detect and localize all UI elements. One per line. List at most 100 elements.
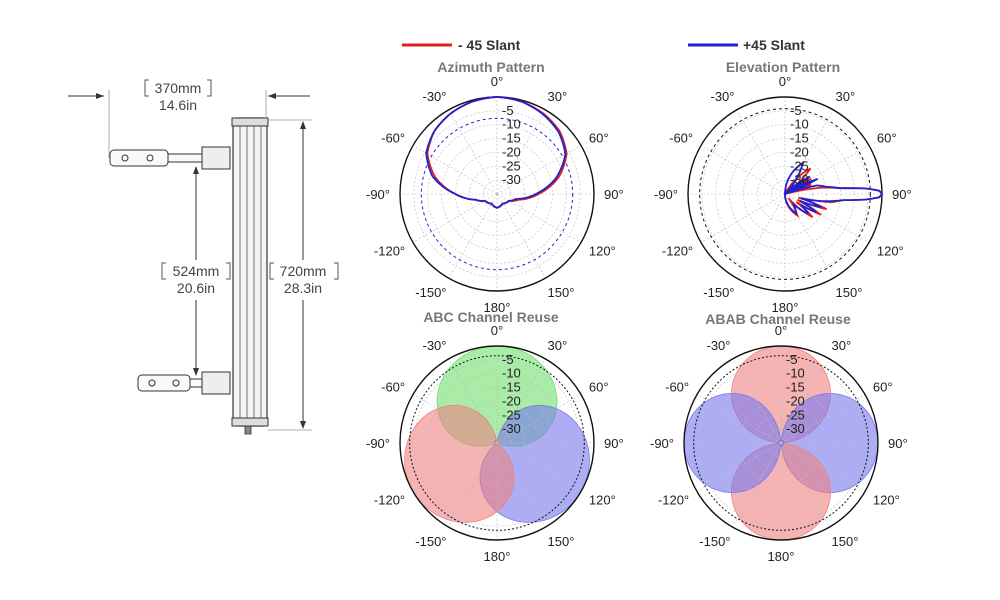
angle-label: -120°: [658, 493, 689, 508]
spacing-dim-bracket-right: [226, 262, 231, 280]
width-dim-bracket-right: [207, 79, 212, 97]
grid-spoke: [700, 145, 786, 195]
ring-label: -30: [502, 421, 521, 436]
grid-ring: [441, 138, 553, 250]
angle-label: -30°: [707, 338, 731, 353]
ring-label: -15: [502, 131, 521, 146]
ring-label: -10: [786, 366, 805, 381]
reference-circle: [420, 117, 574, 271]
legend-pos-label: +45 Slant: [743, 37, 805, 53]
angle-label: -120°: [374, 244, 405, 259]
connector: [244, 425, 252, 435]
polar-outer-ring: [399, 345, 595, 541]
angle-label: 150°: [832, 534, 859, 549]
top-clamp-bolt-2: [146, 154, 154, 162]
angle-label: 60°: [873, 380, 893, 395]
angle-label: -90°: [654, 187, 678, 202]
width-dim-left-arrow: [96, 93, 104, 99]
top-clamp-bolt-1: [121, 154, 129, 162]
angle-label: -60°: [669, 131, 693, 146]
angle-label: 150°: [548, 285, 575, 300]
grid-ring: [413, 110, 581, 278]
angle-label: 60°: [589, 380, 609, 395]
bottom-clamp-bolt-1: [148, 379, 156, 387]
height-dim-mm: 720mm: [280, 263, 327, 279]
legend-neg-label: - 45 Slant: [458, 37, 521, 53]
grid-spoke: [412, 193, 498, 243]
grid-spoke: [496, 193, 582, 243]
angle-label: -30°: [711, 89, 735, 104]
polar-grid: [683, 345, 879, 541]
abc-polar-chart: -5-10-15-20-25-300°30°60°90°120°150°180°…: [366, 323, 624, 564]
grid-spoke: [736, 193, 786, 279]
angle-label: 120°: [877, 244, 904, 259]
abab-polar-chart: -5-10-15-20-25-300°30°60°90°120°150°180°…: [650, 323, 908, 564]
width-dim-bracket-left: [144, 79, 149, 97]
angle-label: 30°: [548, 338, 568, 353]
angle-label: 0°: [779, 74, 791, 89]
grid-spoke: [496, 193, 546, 279]
grid-spoke: [780, 394, 866, 444]
radome-top-cap: [231, 117, 269, 127]
polar-fills: [683, 345, 879, 541]
grid-spoke: [496, 442, 582, 492]
grid-spoke: [496, 394, 582, 444]
ring-label: -15: [790, 131, 809, 146]
series-pos45-trace: [784, 160, 884, 216]
grid-spoke: [496, 109, 546, 195]
radome-bottom-cap: [231, 417, 269, 427]
angle-label: -30°: [423, 338, 447, 353]
angle-label: 90°: [604, 187, 624, 202]
abc-title: ABC Channel Reuse: [423, 309, 559, 325]
antenna-mechanical-drawing: 370mm 14.6in 524mm 20.6in: [68, 79, 340, 435]
angle-label: 180°: [484, 300, 511, 315]
spacing-dim-mm: 524mm: [173, 263, 220, 279]
angle-label: 90°: [888, 436, 908, 451]
grid-ring: [468, 165, 526, 223]
sector-lobe-b: [683, 393, 785, 493]
grid-spoke: [448, 193, 498, 279]
ring-label: -10: [502, 117, 521, 132]
grid-spoke: [696, 394, 782, 444]
ring-label: -25: [790, 158, 809, 173]
angle-label: -60°: [381, 131, 405, 146]
ring-label: -10: [502, 366, 521, 381]
angle-label: 150°: [836, 285, 863, 300]
elevation-polar-chart: -5-10-15-20-25-300°30°60°90°120°150°180°…: [654, 74, 912, 315]
bottom-mount-block: [201, 371, 231, 395]
angle-label: 120°: [589, 493, 616, 508]
angle-label: -60°: [665, 380, 689, 395]
ring-label: -20: [786, 393, 805, 408]
grid-spoke: [784, 109, 834, 195]
grid-ring: [413, 359, 581, 527]
spacing-dim-bottom-arrow: [193, 368, 199, 376]
grid-spoke: [448, 358, 498, 444]
grid-ring: [697, 359, 865, 527]
ring-label: -20: [502, 393, 521, 408]
grid-spoke: [780, 358, 830, 444]
reference-circle: [693, 355, 869, 531]
angle-label: -120°: [374, 493, 405, 508]
ring-label: -15: [786, 380, 805, 395]
angle-label: 180°: [772, 300, 799, 315]
angle-label: 90°: [604, 436, 624, 451]
grid-spoke: [700, 193, 786, 243]
reference-circle: [699, 108, 871, 280]
top-clamp: [109, 149, 169, 167]
antenna-radome: [232, 117, 268, 427]
reference-circle: [409, 355, 585, 531]
abab-title: ABAB Channel Reuse: [705, 311, 851, 327]
grid-spoke: [780, 442, 830, 528]
grid-spoke: [696, 442, 782, 492]
polar-labels: -5-10-15-20-25-300°30°60°90°120°150°180°…: [650, 323, 908, 564]
angle-label: -150°: [415, 534, 446, 549]
ring-label: -20: [790, 144, 809, 159]
grid-spoke: [784, 193, 870, 243]
ring-label: -25: [786, 407, 805, 422]
angle-label: -150°: [703, 285, 734, 300]
grid-ring: [752, 414, 810, 472]
angle-label: 30°: [832, 338, 852, 353]
grid-ring: [725, 387, 837, 499]
angle-label: 30°: [548, 89, 568, 104]
